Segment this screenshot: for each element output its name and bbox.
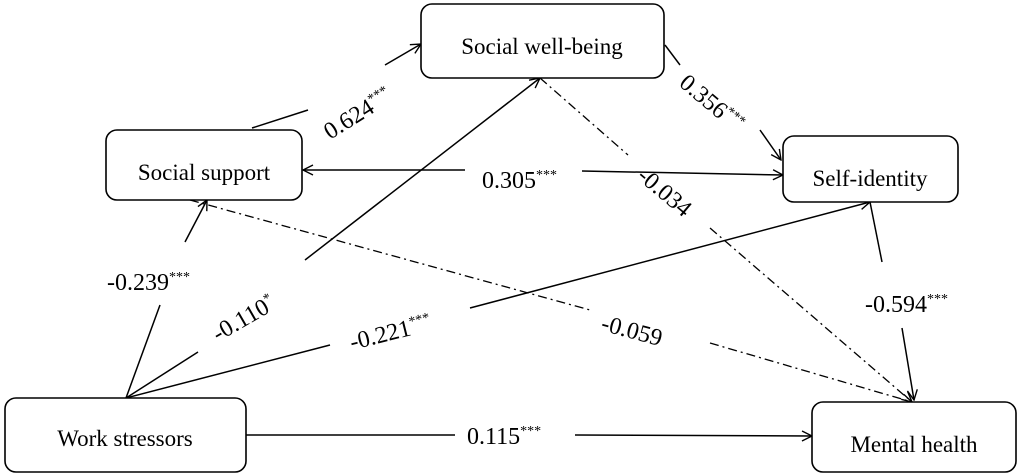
edge-social-support-mental-health <box>189 199 912 402</box>
label-ss-mh: -0.059 <box>598 311 665 352</box>
node-label: Social well-being <box>461 34 623 59</box>
node-work-stressors: Work stressors <box>4 397 247 473</box>
label-swb-si: 0.356*** <box>674 70 748 138</box>
edge-social-support-self-identity <box>303 170 783 175</box>
edge-work-stressors-social-well-being <box>125 78 540 399</box>
edge-self-identity-mental-health <box>869 201 914 400</box>
node-self-identity: Self-identity <box>782 135 959 203</box>
edge-social-support-social-well-being <box>251 44 421 129</box>
node-social-well-being: Social well-being <box>420 3 665 79</box>
label-ws-swb: -0.110* <box>208 291 280 348</box>
node-social-support: Social support <box>105 129 303 201</box>
edge-work-stressors-self-identity <box>125 202 870 399</box>
edge-social-well-being-self-identity <box>664 44 781 160</box>
node-mental-health: Mental health <box>811 401 1017 473</box>
node-label: Work stressors <box>57 426 193 451</box>
label-ws-mh: 0.115*** <box>467 424 541 450</box>
edge-work-stressors-social-support <box>125 200 207 399</box>
node-label: Self-identity <box>813 166 928 191</box>
node-label: Mental health <box>850 432 978 457</box>
edge-social-well-being-mental-health <box>539 77 912 402</box>
label-si-mh: -0.594*** <box>865 292 948 318</box>
label-ss-swb: 0.624*** <box>319 83 396 145</box>
edge-work-stressors-mental-health <box>246 435 812 436</box>
label-swb-mh: -0.034 <box>632 163 696 223</box>
label-ws-ss: -0.239*** <box>107 270 190 296</box>
node-label: Social support <box>138 160 271 185</box>
label-ss-si: 0.305*** <box>482 168 557 194</box>
label-ws-si: -0.221*** <box>347 311 434 356</box>
